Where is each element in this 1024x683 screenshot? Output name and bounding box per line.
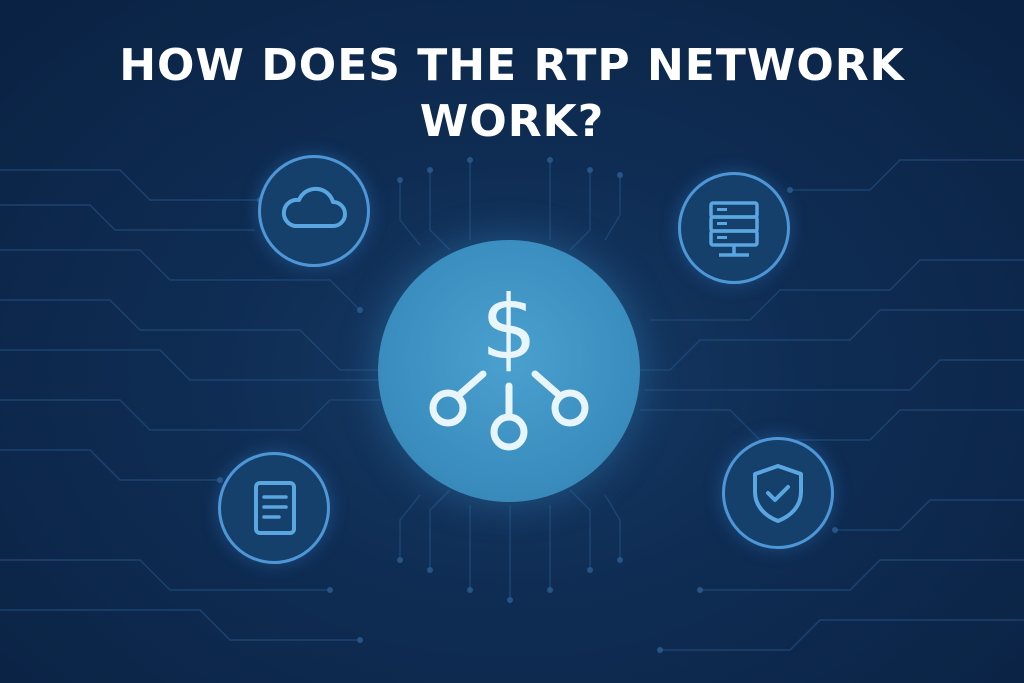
server-icon: [709, 201, 759, 257]
title-line-2: WORK?: [419, 96, 605, 147]
cloud-icon: [281, 186, 347, 228]
document-node: [218, 452, 330, 564]
shield-check-icon: [753, 464, 803, 523]
title-line-1: HOW DOES THE RTP NETWORK: [119, 40, 905, 91]
network-branch-icon: [429, 370, 589, 451]
page-title: HOW DOES THE RTP NETWORK WORK?: [0, 38, 1024, 150]
document-icon: [254, 481, 296, 535]
shield-node: [722, 437, 834, 549]
server-node: [678, 172, 790, 284]
dollar-sign: $: [481, 276, 537, 379]
cloud-node: [258, 155, 370, 267]
center-payment-node: $: [378, 240, 640, 502]
